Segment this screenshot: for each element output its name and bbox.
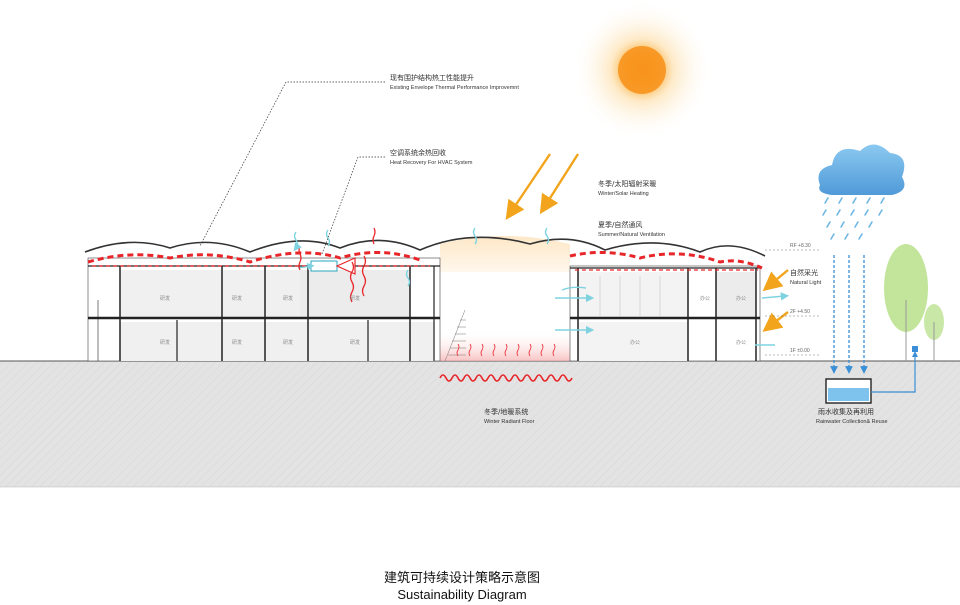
leader-lines [199, 81, 385, 255]
room-label: 研发 [350, 295, 360, 302]
annotation-rain-cn: 雨水收集及再利用 [818, 407, 874, 416]
roof-insulation [87, 250, 763, 270]
caption-cn: 建筑可持续设计策略示意图 [384, 570, 540, 586]
annotation-vent-cn: 夏季/自然通风 [598, 220, 642, 229]
annotation-rain-en: Rainwater Collection& Reuse [816, 419, 888, 425]
level-roof: RF +8.30 [790, 243, 811, 249]
annotation-solar-en: Winter/Solar Heating [598, 191, 649, 197]
room-label: 研发 [232, 295, 242, 302]
room-label: 办公 [736, 339, 746, 346]
level-markers [765, 249, 820, 356]
room-label: 办公 [630, 339, 640, 346]
annotation-floor-en: Winter Radiant Floor [484, 419, 535, 425]
annotation-floor-cn: 冬季/地暖系统 [484, 407, 528, 416]
stair [444, 309, 466, 362]
room-label: 研发 [283, 295, 293, 302]
room-label: 研发 [232, 339, 242, 346]
annotation-vent-en: Summer/Natural Ventilation [598, 232, 665, 238]
room-label: 研发 [160, 295, 170, 302]
annotation-light-cn: 自然采光 [790, 268, 818, 277]
annotation-envelope-en: Existing Envelope Thermal Performance Im… [390, 85, 519, 91]
rain-collection-arrows [830, 255, 868, 374]
annotation-hvac-cn: 空调系统余热回收 [390, 148, 446, 157]
room-label: 研发 [160, 339, 170, 346]
annotation-light-en: Natural Light [790, 280, 822, 286]
annotation-envelope-cn: 现有围护结构热工性能提升 [390, 73, 474, 82]
sun-icon [572, 0, 712, 140]
ventilation-arrows [293, 227, 790, 346]
room-label: 研发 [283, 339, 293, 346]
room-label: 办公 [700, 295, 710, 302]
floor-heat-waves [456, 343, 556, 357]
roof-insulation-lower [92, 265, 758, 271]
atrium-light [440, 236, 570, 272]
annotation-hvac-en: Heat Recovery For HVAC System [390, 160, 473, 166]
annotation-solar-cn: 冬季/太阳辐射采暖 [598, 179, 656, 188]
solar-heating-arrows [505, 153, 789, 332]
radiant-floor-coil [439, 374, 573, 382]
room-label: 办公 [736, 295, 746, 302]
rainwater-tank [825, 346, 918, 404]
room-label: 研发 [350, 339, 360, 346]
level-2f: 2F +4.50 [790, 309, 810, 315]
rain-cloud-icon [818, 144, 905, 240]
hvac-unit [297, 257, 356, 275]
level-1f: 1F ±0.00 [790, 348, 810, 354]
atrium-floor-heat [440, 330, 575, 361]
building-right-block [569, 265, 761, 362]
ground-section [0, 361, 960, 487]
caption-en: Sustainability Diagram [397, 587, 526, 602]
roof-outline [84, 236, 766, 257]
building-left-block [87, 257, 441, 362]
tree-icon [884, 244, 944, 361]
